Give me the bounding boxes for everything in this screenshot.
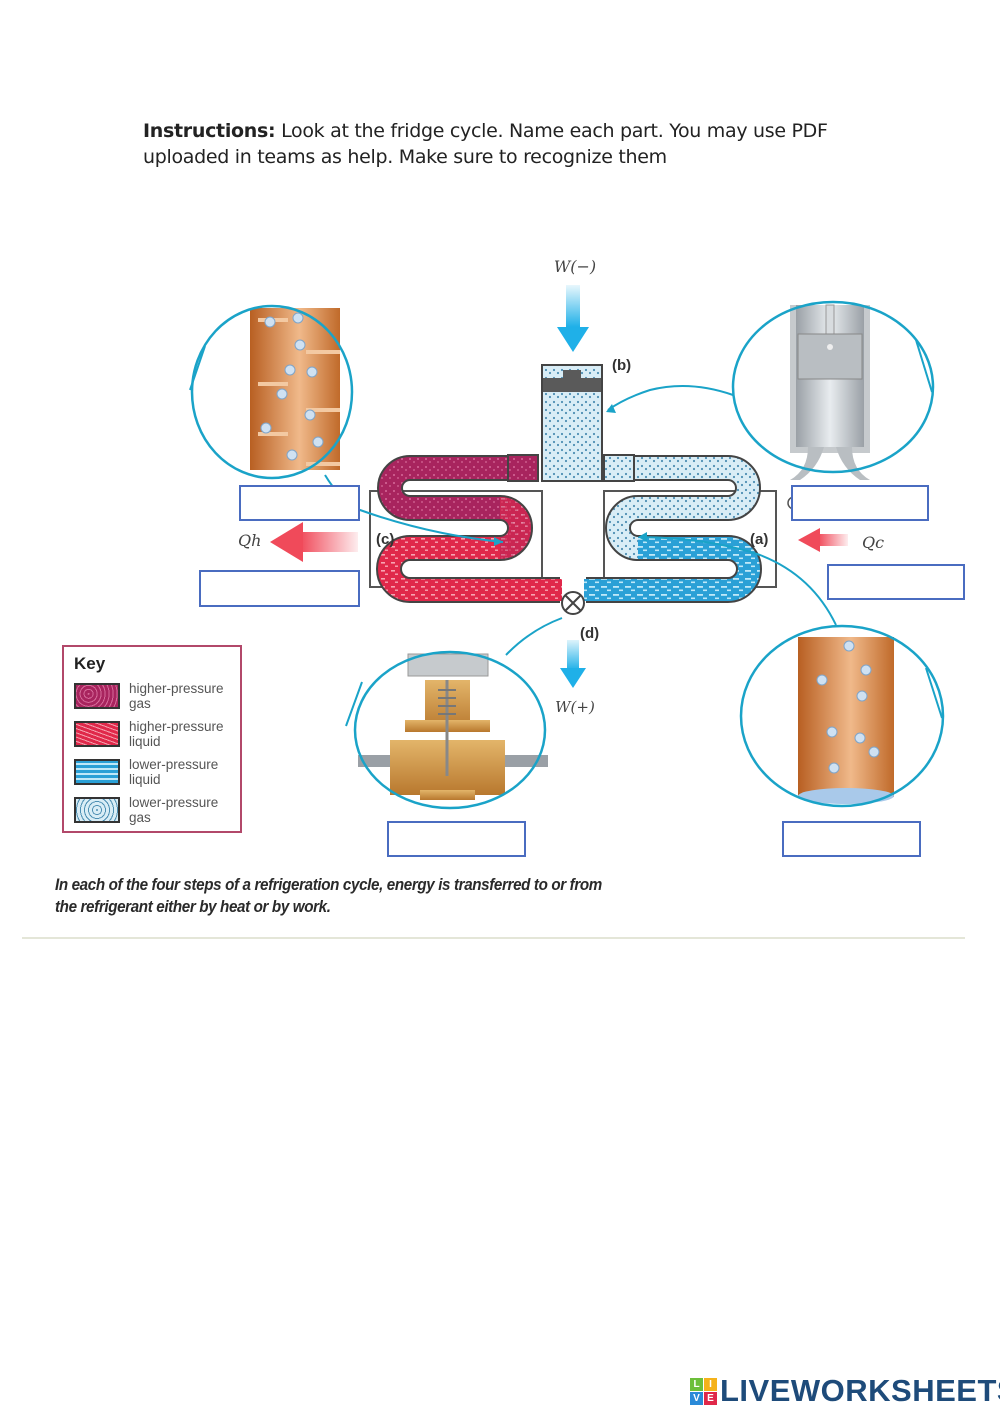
condenser-detail-circle (189, 304, 354, 480)
work-out-label: W(+) (555, 698, 595, 716)
answer-input-compressor[interactable] (793, 487, 927, 519)
compressor-detail-circle (731, 300, 935, 480)
valve-detail-circle (345, 650, 548, 810)
legend-item: higher-pressure gas (74, 681, 239, 715)
answer-box-compressor[interactable] (791, 485, 929, 521)
answer-input-evaporator[interactable] (829, 566, 963, 598)
refrigeration-cycle-diagram: W(−) W(+) Qh Qc (b) (c) (a) (d) (189, 257, 945, 810)
logo-tile: E (704, 1392, 717, 1405)
logo-tile: L (690, 1378, 703, 1391)
legend-swatch-hp-gas (74, 683, 120, 709)
answer-box-condenser-top[interactable] (239, 485, 360, 521)
evaporator-detail-circle (739, 624, 945, 808)
pointer-line-valve (505, 617, 563, 656)
legend-item: lower-pressure gas (74, 795, 239, 829)
legend-swatch-lp-liquid (74, 759, 120, 785)
step-label-c: (c) (376, 531, 394, 548)
heat-out-arrow (270, 522, 358, 562)
heat-out-label: Qh (238, 531, 261, 550)
answer-input-condenser-bottom[interactable] (201, 572, 358, 605)
legend-title: Key (74, 654, 106, 673)
section-divider (22, 937, 965, 939)
legend-swatch-hp-liquid (74, 721, 120, 747)
expansion-valve-symbol (561, 591, 585, 615)
answer-box-expansion-valve[interactable] (387, 821, 526, 857)
legend-swatch-lp-gas (74, 797, 120, 823)
legend-label: lower-pressure liquid (129, 757, 219, 787)
answer-box-condenser-bottom[interactable] (199, 570, 360, 607)
legend-label: higher-pressure liquid (129, 719, 224, 749)
answer-input-evaporator-detail[interactable] (784, 823, 919, 855)
answer-input-condenser-top[interactable] (241, 487, 358, 519)
legend-key: Key higher-pressure gas higher-pressure … (62, 645, 242, 833)
instructions-label: Instructions: (143, 120, 276, 142)
heat-in-arrow (798, 528, 848, 552)
pointer-line-evaporator (639, 536, 837, 626)
logo-tile: I (704, 1378, 717, 1391)
answer-box-evaporator-detail[interactable] (782, 821, 921, 857)
logo-tiles-icon: L I V E (690, 1378, 718, 1406)
figure-caption: In each of the four steps of a refrigera… (55, 876, 602, 916)
work-in-arrow (557, 285, 589, 352)
legend-item: lower-pressure liquid (74, 757, 239, 791)
answer-box-evaporator[interactable] (827, 564, 965, 600)
logo-wordmark: LIVEWORKSHEETS (720, 1373, 1000, 1408)
compressor (507, 364, 635, 482)
answer-input-expansion-valve[interactable] (389, 823, 524, 855)
legend-item: higher-pressure liquid (74, 719, 239, 753)
step-label-a: (a) (750, 531, 768, 548)
work-out-arrow (560, 640, 586, 688)
legend-label: higher-pressure gas (129, 681, 224, 711)
legend-label: lower-pressure gas (129, 795, 219, 825)
step-label-d: (d) (580, 625, 599, 642)
work-in-label: W(−) (554, 257, 596, 276)
logo-tile: V (690, 1392, 703, 1405)
pointer-line-compressor (607, 385, 734, 411)
step-label-b: (b) (612, 357, 631, 374)
heat-in-label: Qc (862, 533, 884, 552)
instructions-text: Instructions: Look at the fridge cycle. … (143, 118, 883, 170)
instructions-body: Look at the fridge cycle. Name each part… (143, 120, 828, 168)
